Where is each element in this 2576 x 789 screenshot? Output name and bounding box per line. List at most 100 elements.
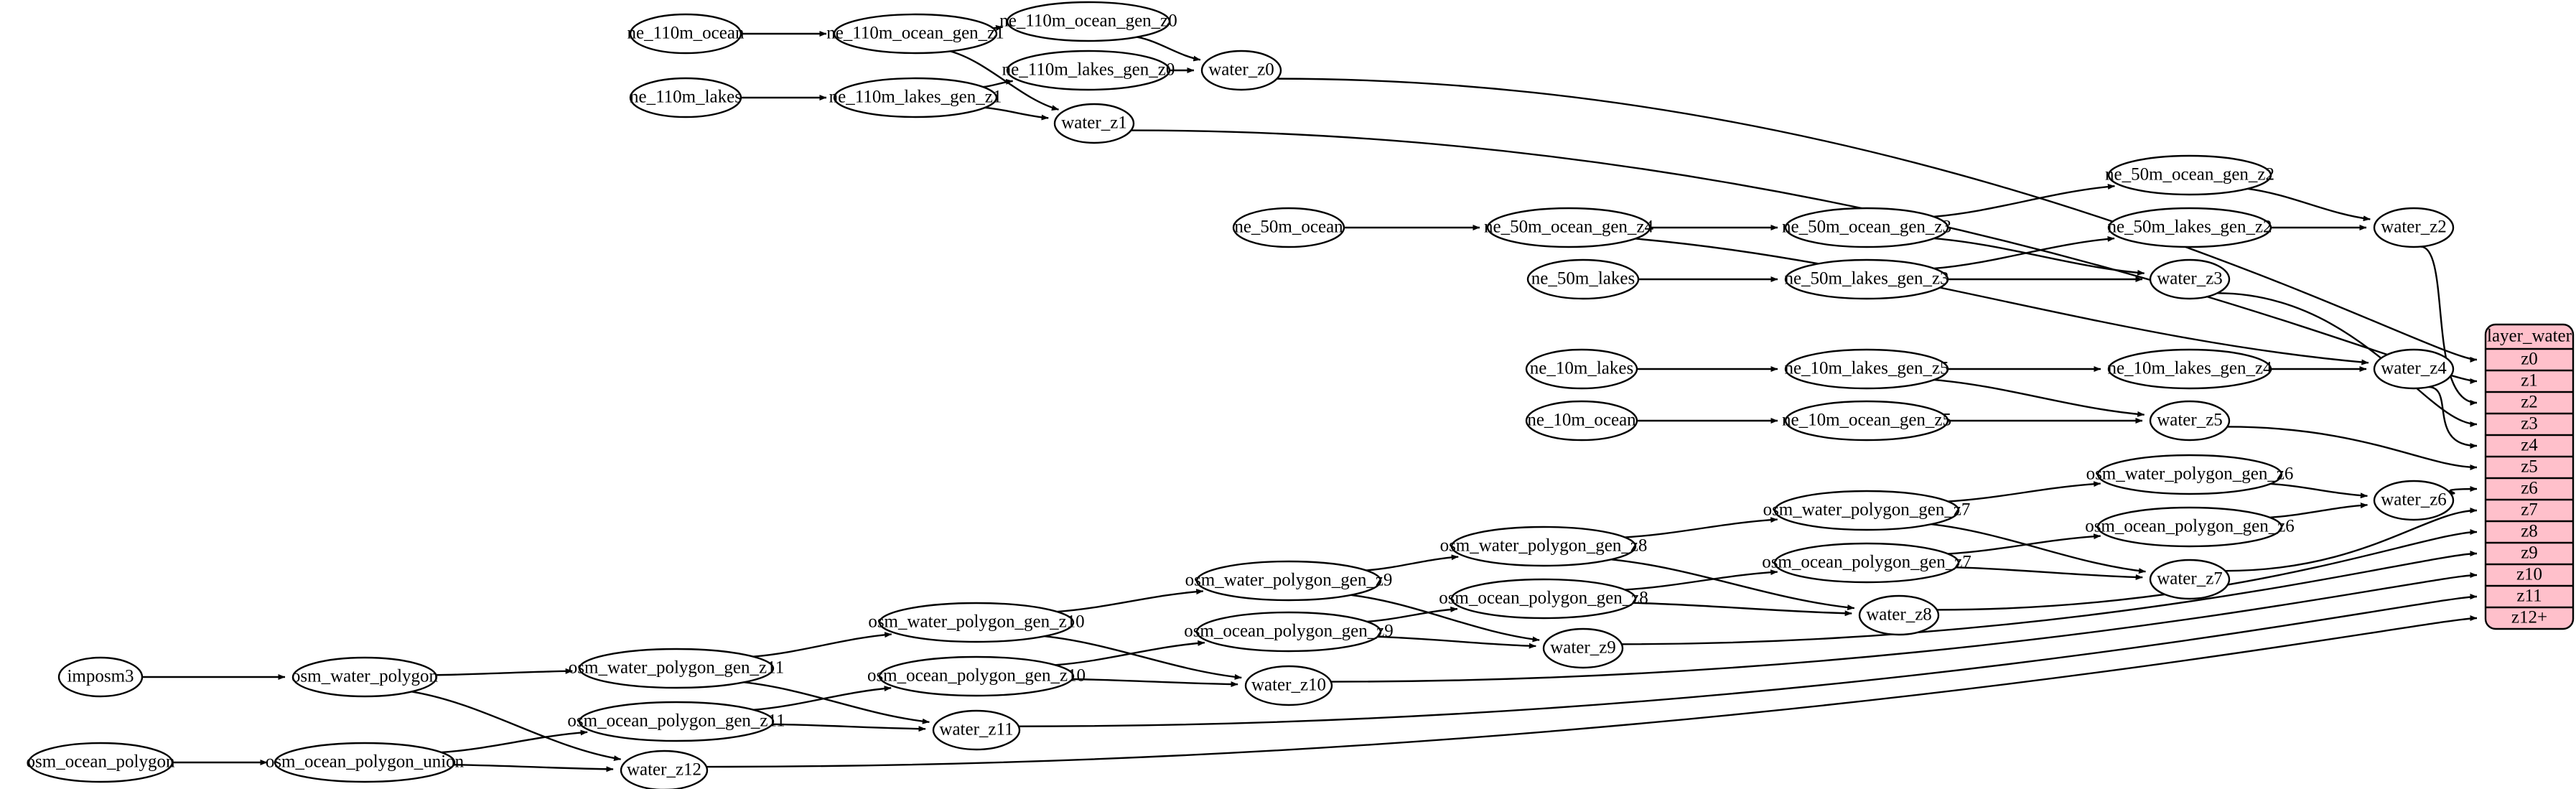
node-shape-ne_110m_lakes (629, 77, 742, 118)
edge-ne_10m_lakes_gen_z5-to-water_z5 (1933, 378, 2145, 417)
node-water_z2[interactable]: water_z2 (2373, 207, 2455, 248)
edge-osm_water_polygon_gen_z7-to-water_z7 (1931, 523, 2146, 574)
edge-osm_water_polygon_gen_z11-to-osm_water_polygon_gen_z10 (753, 632, 892, 658)
node-label-osm_ocean_polygon_gen_z11: osm_ocean_polygon_gen_z11 (567, 711, 785, 731)
node-osm_water_polygon_gen_z6[interactable]: osm_water_polygon_gen_z6 (2086, 454, 2294, 495)
node-osm_ocean_polygon_gen_z8[interactable]: osm_ocean_polygon_gen_z8 (1439, 578, 1648, 620)
node-shape-ne_10m_ocean (1525, 400, 1638, 442)
edge-water_z10-to-layer_water-z10 (1330, 572, 2478, 683)
node-osm_ocean_polygon_gen_z9[interactable]: osm_ocean_polygon_gen_z9 (1184, 611, 1394, 653)
edge-osm_water_polygon_gen_z6-to-water_z6 (2270, 482, 2368, 499)
node-shape-osm_ocean_polygon_gen_z10 (878, 655, 1075, 697)
node-osm_water_polygon_gen_z10[interactable]: osm_water_polygon_gen_z10 (868, 602, 1085, 643)
edge-ne_110m_ocean_gen_z1-to-water_z1 (950, 50, 1059, 111)
node-shape-imposm3 (57, 656, 144, 698)
node-osm_water_polygon[interactable]: osm_water_polygon (291, 656, 439, 698)
node-label-osm_water_polygon_gen_z8: osm_water_polygon_gen_z8 (1440, 536, 1648, 556)
node-shape-osm_ocean_polygon_gen_z7 (1773, 542, 1960, 584)
edge-water_z2-to-layer_water-z2 (2420, 246, 2478, 406)
node-water_z12[interactable]: water_z12 (620, 750, 709, 789)
edge-water_z11-to-layer_water-z11 (1018, 594, 2478, 727)
node-osm_ocean_polygon_gen_z6[interactable]: osm_ocean_polygon_gen_z6 (2085, 506, 2295, 548)
table-node-layer-water[interactable]: layer_waterz0z1z2z3z4z5z6z7z8z9z10z11z12… (2484, 323, 2575, 630)
node-ne_50m_ocean[interactable]: ne_50m_ocean (1232, 207, 1345, 248)
node-water_z3[interactable]: water_z3 (2149, 258, 2231, 300)
node-ne_50m_ocean_gen_z3[interactable]: ne_50m_ocean_gen_z3 (1782, 207, 1951, 248)
node-water_z11[interactable]: water_z11 (932, 709, 1021, 751)
node-osm_water_polygon_gen_z11[interactable]: osm_water_polygon_gen_z11 (569, 648, 784, 689)
node-shape-osm_ocean_polygon_gen_z8 (1450, 578, 1637, 620)
node-osm_ocean_polygon_union[interactable]: osm_ocean_polygon_union (266, 742, 465, 783)
node-shape-osm_water_polygon_gen_z11 (578, 648, 775, 689)
node-label-ne_10m_ocean: ne_10m_ocean (1527, 411, 1636, 430)
node-osm_ocean_polygon_gen_z7[interactable]: osm_ocean_polygon_gen_z7 (1762, 542, 1971, 584)
node-osm_ocean_polygon_gen_z10[interactable]: osm_ocean_polygon_gen_z10 (867, 655, 1086, 697)
node-label-ne_50m_lakes_gen_z3: ne_50m_lakes_gen_z3 (1784, 269, 1949, 289)
node-shape-ne_110m_ocean_gen_z0 (1006, 1, 1171, 42)
edge-osm_ocean_polygon_gen_z10-to-water_z10 (1072, 678, 1238, 688)
layer-water-row-z7: z7 (2521, 500, 2538, 520)
node-label-water_z1: water_z1 (1061, 113, 1127, 133)
edge-water_z1-to-layer_water-z1 (1131, 129, 2478, 384)
node-ne_10m_ocean[interactable]: ne_10m_ocean (1525, 400, 1638, 442)
node-shape-water_z4 (2373, 348, 2455, 390)
node-ne_10m_lakes_gen_z4[interactable]: ne_10m_lakes_gen_z4 (2107, 348, 2272, 390)
node-water_z1[interactable]: water_z1 (1053, 103, 1135, 144)
node-water_z10[interactable]: water_z10 (1244, 665, 1333, 706)
node-label-ne_50m_lakes_gen_z2: ne_50m_lakes_gen_z2 (2107, 218, 2272, 237)
edge-osm_water_polygon_gen_z11-to-water_z11 (743, 681, 930, 724)
node-water_z4[interactable]: water_z4 (2373, 348, 2455, 390)
edge-water_z4-to-layer_water-z4 (2428, 386, 2478, 449)
node-label-water_z10: water_z10 (1251, 676, 1326, 695)
node-ne_110m_lakes_gen_z0[interactable]: ne_110m_lakes_gen_z0 (1002, 50, 1175, 91)
node-ne_110m_lakes_gen_z1[interactable]: ne_110m_lakes_gen_z1 (829, 77, 1002, 118)
layer-water-row-z4: z4 (2521, 436, 2538, 455)
node-ne_10m_lakes[interactable]: ne_10m_lakes (1525, 348, 1638, 390)
node-ne_110m_ocean_gen_z0[interactable]: ne_110m_ocean_gen_z0 (999, 1, 1177, 42)
node-ne_110m_ocean[interactable]: ne_110m_ocean (627, 13, 745, 55)
node-water_z5[interactable]: water_z5 (2149, 400, 2231, 442)
node-osm_ocean_polygon[interactable]: osm_ocean_polygon (27, 742, 175, 783)
node-osm_water_polygon_gen_z8[interactable]: osm_water_polygon_gen_z8 (1440, 526, 1648, 567)
node-label-ne_50m_ocean: ne_50m_ocean (1234, 218, 1343, 237)
node-shape-water_z5 (2149, 400, 2231, 442)
edge-ne_110m_lakes_gen_z1-to-ne_110m_lakes_gen_z0 (983, 78, 1014, 88)
layer-water-row-z3: z3 (2521, 414, 2538, 434)
node-label-water_z3: water_z3 (2157, 269, 2223, 289)
edge-osm_ocean_polygon_union-to-water_z12 (454, 764, 614, 772)
node-label-water_z4: water_z4 (2381, 359, 2447, 378)
edge-ne_50m_ocean_gen_z3-to-water_z3 (1933, 237, 2145, 276)
node-ne_110m_lakes[interactable]: ne_110m_lakes (629, 77, 742, 118)
node-ne_50m_ocean_gen_z2[interactable]: ne_50m_ocean_gen_z2 (2105, 154, 2274, 196)
layer-water-table-body (2484, 323, 2575, 630)
edge-ne_110m_ocean_gen_z1-to-ne_110m_ocean_gen_z0 (993, 24, 1004, 31)
layer-water-row-z1: z1 (2521, 371, 2538, 391)
node-osm_water_polygon_gen_z9[interactable]: osm_water_polygon_gen_z9 (1185, 560, 1393, 602)
node-ne_50m_lakes_gen_z2[interactable]: ne_50m_lakes_gen_z2 (2107, 207, 2272, 248)
node-shape-ne_10m_ocean_gen_z5 (1784, 400, 1949, 442)
node-osm_ocean_polygon_gen_z11[interactable]: osm_ocean_polygon_gen_z11 (567, 701, 785, 742)
edge-osm_ocean_polygon_gen_z6-to-water_z6 (2269, 502, 2368, 518)
node-water_z9[interactable]: water_z9 (1542, 627, 1624, 669)
node-label-ne_110m_lakes_gen_z0: ne_110m_lakes_gen_z0 (1002, 60, 1175, 80)
node-label-ne_50m_ocean_gen_z2: ne_50m_ocean_gen_z2 (2105, 165, 2274, 185)
layer-water-row-z12plus: z12+ (2511, 608, 2547, 627)
node-shape-osm_water_polygon_gen_z8 (1450, 526, 1637, 567)
node-ne_50m_lakes[interactable]: ne_50m_lakes (1526, 258, 1640, 300)
node-shape-osm_water_polygon_gen_z7 (1773, 490, 1960, 531)
node-shape-osm_ocean_polygon (27, 742, 174, 783)
node-ne_50m_lakes_gen_z3[interactable]: ne_50m_lakes_gen_z3 (1784, 258, 1949, 300)
node-water_z0[interactable]: water_z0 (1200, 50, 1282, 91)
node-water_z7[interactable]: water_z7 (2149, 559, 2231, 600)
node-ne_50m_ocean_gen_z4[interactable]: ne_50m_ocean_gen_z4 (1484, 207, 1654, 248)
node-water_z8[interactable]: water_z8 (1858, 594, 1940, 636)
node-osm_water_polygon_gen_z7[interactable]: osm_water_polygon_gen_z7 (1763, 490, 1971, 531)
node-ne_110m_ocean_gen_z1[interactable]: ne_110m_ocean_gen_z1 (826, 13, 1004, 55)
node-ne_10m_lakes_gen_z5[interactable]: ne_10m_lakes_gen_z5 (1784, 348, 1949, 390)
node-imposm3[interactable]: imposm3 (57, 656, 144, 698)
node-water_z6[interactable]: water_z6 (2373, 480, 2455, 521)
layer-water-row-z5: z5 (2521, 457, 2538, 477)
node-ne_10m_ocean_gen_z5[interactable]: ne_10m_ocean_gen_z5 (1782, 400, 1951, 442)
node-label-water_z6: water_z6 (2381, 490, 2447, 510)
